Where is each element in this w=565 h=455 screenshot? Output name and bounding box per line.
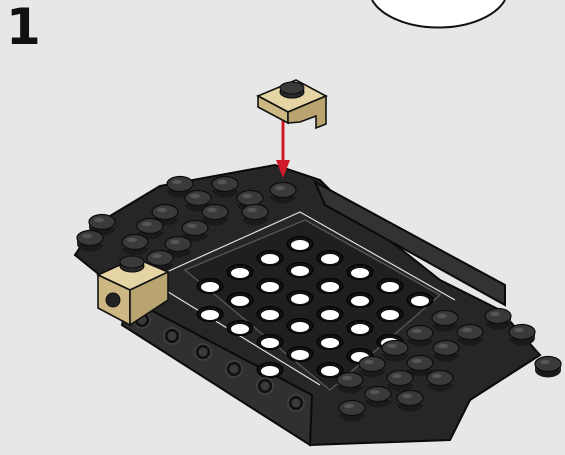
bracket-1x1-tan-icon: [258, 80, 326, 128]
callout-circle-arc: [372, 0, 505, 28]
